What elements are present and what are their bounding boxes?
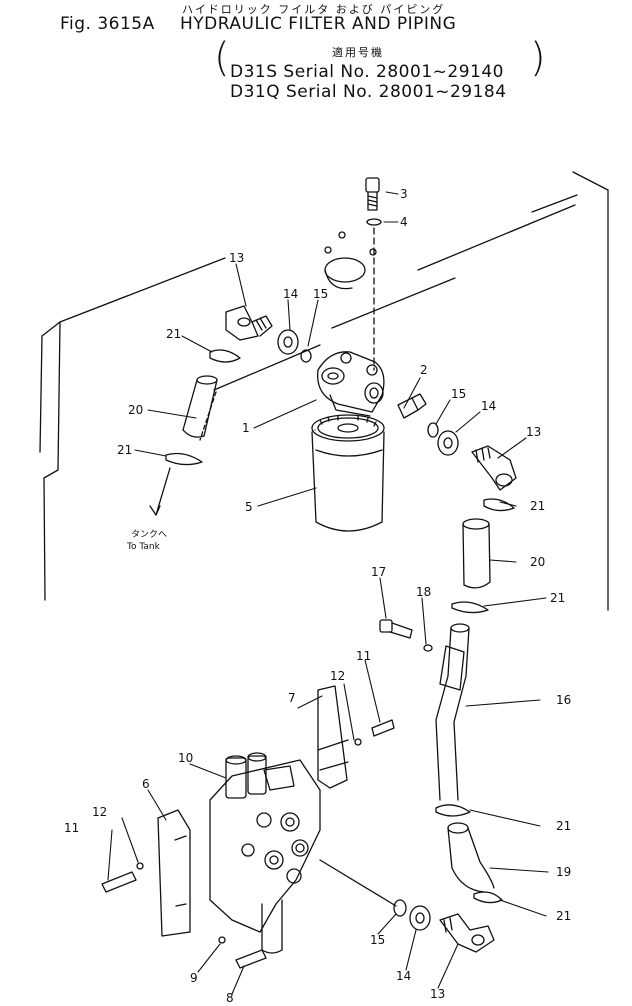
fitting-2: [397, 393, 427, 419]
elbow-13-bottom: [439, 913, 495, 953]
callout-13-bottom: 13: [430, 987, 445, 1001]
callout-11-right: 11: [356, 649, 371, 663]
nut-14-right: [437, 430, 459, 456]
nut-14-right-bore: [443, 437, 453, 449]
callout-13-right: 13: [526, 425, 541, 439]
callout-14-right: 14: [481, 399, 496, 413]
to-tank-line: [155, 467, 171, 516]
o-ring-15-right: [427, 422, 439, 438]
left-parenthesis: (: [214, 35, 230, 81]
filler-cap: [324, 257, 366, 283]
callout-8: 8: [226, 991, 234, 1005]
callout-21-right-1: 21: [530, 499, 545, 513]
callout-14-top: 14: [283, 287, 298, 301]
washer-18: [423, 644, 433, 652]
clamp-21-lower-left: [165, 452, 203, 466]
tube-16: [435, 623, 470, 801]
callout-3: 3: [400, 187, 408, 201]
clamp-21-top-left: [209, 349, 241, 363]
callout-21-bottom: 21: [556, 909, 571, 923]
clamp-21-bottom: [473, 891, 503, 904]
callout-12-left: 12: [92, 805, 107, 819]
callout-1: 1: [242, 421, 250, 435]
tank-hole-3: [369, 248, 377, 256]
to-tank-label-japanese: タンクへ: [131, 529, 167, 540]
serial-range-d31s: D31S Serial No. 28001~29140: [230, 62, 504, 82]
callout-15-top: 15: [313, 287, 328, 301]
nut-14-top-bore: [283, 336, 293, 348]
leader-o-ring-15-bottom: [319, 859, 397, 907]
callout-15-right: 15: [451, 387, 466, 401]
tank-hole-1: [324, 246, 332, 254]
callout-18: 18: [416, 585, 431, 599]
callout-21-mid: 21: [556, 819, 571, 833]
bolt-17: [379, 619, 413, 639]
nut-14-bottom: [409, 905, 431, 931]
figure-title: HYDRAULIC FILTER AND PIPING: [180, 14, 457, 34]
callout-21-top-left: 21: [166, 327, 181, 341]
title-japanese: ハイドロリック フイルタ および パイピング: [182, 3, 446, 16]
callout-15-bottom: 15: [370, 933, 385, 947]
clamp-21-right-2: [451, 601, 489, 614]
hydraulic-tank-outline: [39, 171, 609, 611]
callout-12-right: 12: [330, 669, 345, 683]
elbow-13-right: [471, 445, 517, 491]
clamp-21-mid: [435, 804, 471, 817]
callout-14-bottom: 14: [396, 969, 411, 983]
callout-5: 5: [245, 500, 253, 514]
callout-4: 4: [400, 215, 408, 229]
callout-13-top-left: 13: [229, 251, 244, 265]
callout-9: 9: [190, 971, 198, 985]
figure-number: Fig. 3615A: [60, 14, 155, 34]
o-ring-15-bottom: [393, 899, 407, 917]
callout-20-right: 20: [530, 555, 545, 569]
washer-9: [218, 936, 226, 944]
washer-12-left: [136, 862, 144, 870]
callout-16: 16: [556, 693, 571, 707]
hose-19: [447, 822, 495, 893]
bolt-11-right: [371, 719, 395, 737]
nut-14-top: [277, 329, 299, 355]
callout-20-left: 20: [128, 403, 143, 417]
callout-6: 6: [142, 777, 150, 791]
bracket-7: [317, 685, 349, 789]
to-tank-label: To Tank: [126, 542, 161, 552]
elbow-13-top-left: [225, 305, 273, 341]
filter-head-1: [317, 351, 385, 417]
callout-10: 10: [178, 751, 193, 765]
control-valve-10: [209, 752, 321, 954]
filter-element-5: [311, 414, 385, 532]
callout-19: 19: [556, 865, 571, 879]
callout-11-left: 11: [64, 821, 79, 835]
clamp-21-right-1: [483, 498, 515, 512]
serial-range-d31q: D31Q Serial No. 28001~29184: [230, 82, 507, 102]
washer-12-right: [354, 738, 362, 746]
callout-7: 7: [288, 691, 296, 705]
right-parenthesis: ): [530, 35, 546, 81]
washer-4: [366, 218, 382, 226]
filler-cap-shadow: [324, 269, 353, 290]
callout-leaders: [107, 191, 549, 995]
hose-20-left: [182, 375, 218, 441]
tank-hole-2: [338, 231, 346, 239]
o-ring-15-top: [300, 349, 312, 363]
nut-14-bottom-bore: [415, 912, 425, 924]
bracket-6: [157, 809, 191, 937]
bolt-8: [235, 949, 267, 969]
bolt-11-left: [101, 871, 137, 893]
hose-20-right: [462, 518, 491, 589]
callout-21-lower-left: 21: [117, 443, 132, 457]
callout-21-right-2: 21: [550, 591, 565, 605]
callout-2: 2: [420, 363, 428, 377]
callout-17: 17: [371, 565, 386, 579]
applicable-models-japanese: 適用号機: [332, 46, 384, 59]
to-tank-arrowhead: [149, 505, 161, 516]
bolt-3: [365, 177, 380, 211]
